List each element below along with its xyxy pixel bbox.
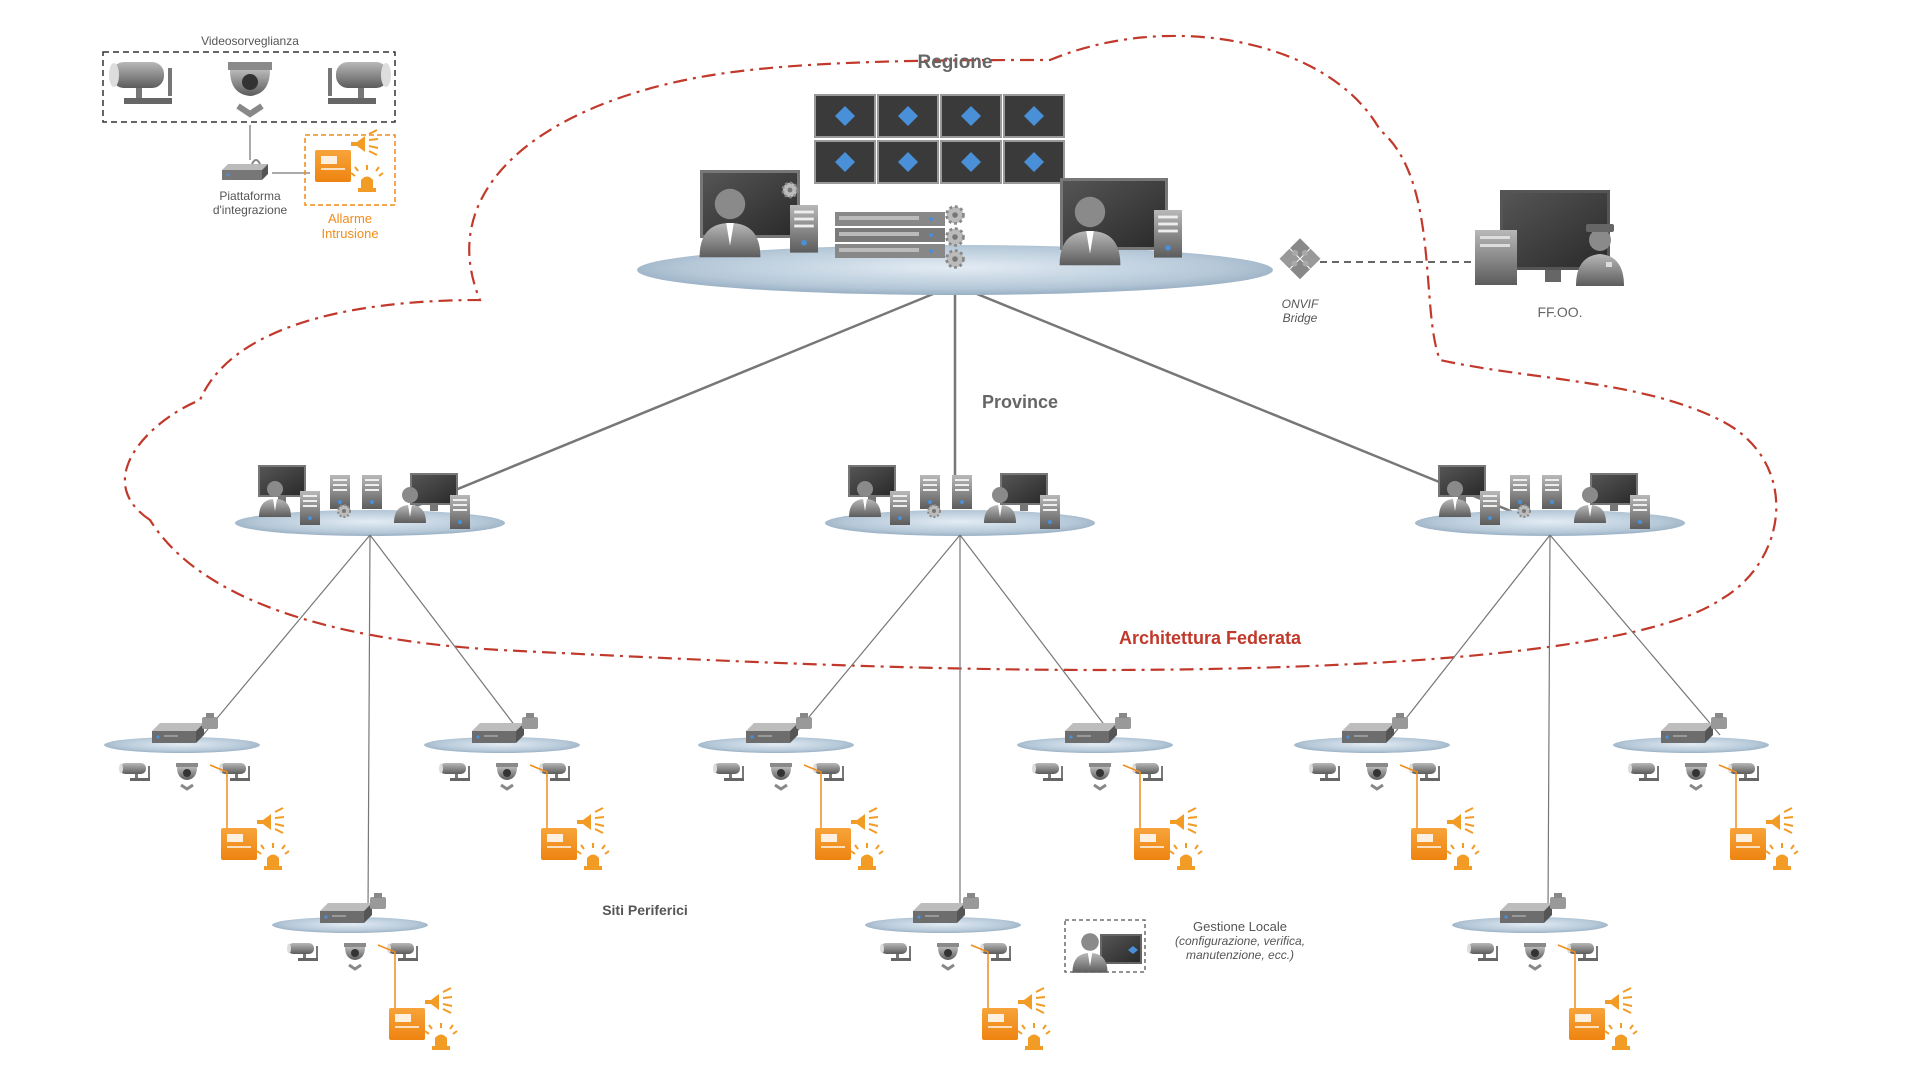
piattaforma-label: Piattaforma d'integrazione <box>195 189 305 218</box>
police-officer-icon <box>1576 224 1624 286</box>
alarm-panel-site-9 <box>1569 988 1637 1050</box>
province-to-site-lines <box>202 534 1721 913</box>
video-wall-screen <box>877 94 939 138</box>
region-server-tower-right <box>1154 210 1182 258</box>
site-6 <box>1613 713 1769 789</box>
province-platform-right <box>1415 465 1685 536</box>
region-operator-right <box>1059 178 1168 266</box>
legend-alarm-panel <box>315 130 383 192</box>
ffoo-label: FF.OO. <box>1537 304 1583 320</box>
allarme-intrusione-label: Allarme Intrusione <box>300 211 400 242</box>
regione-label: Regione <box>917 52 993 73</box>
video-wall-screen <box>814 94 876 138</box>
province-label: Province <box>981 392 1059 412</box>
local-management-workstation <box>1072 933 1142 973</box>
province-platform-center <box>825 465 1095 536</box>
gestione-locale-label: Gestione Locale (configurazione, verific… <box>1155 919 1325 963</box>
alarm-panel-site-8 <box>982 988 1050 1050</box>
site-2 <box>424 713 580 789</box>
alarm-panel-site-5 <box>1411 808 1479 870</box>
video-wall-screen <box>877 140 939 184</box>
alarm-panel-site-3 <box>815 808 883 870</box>
onvif-label-line2: Bridge <box>1282 310 1318 325</box>
federation-boundary <box>124 34 1778 672</box>
site-8 <box>865 893 1021 969</box>
gestione-label-line2: (configurazione, verifica, <box>1174 933 1306 948</box>
video-wall-screen <box>1003 140 1065 184</box>
region-gears <box>945 205 965 269</box>
piattaforma-label-line1: Piattaforma <box>219 189 281 203</box>
puzzle-bridge-icon <box>1279 238 1321 280</box>
ffoo-workstation <box>1475 190 1624 286</box>
region-operator-left <box>699 170 800 258</box>
alarm-panel-site-7 <box>389 988 457 1050</box>
legend-dome-camera <box>228 62 272 114</box>
allarme-label-line1: Allarme <box>327 211 373 226</box>
alarm-panel-site-4 <box>1134 808 1202 870</box>
alarm-panel-site-2 <box>541 808 609 870</box>
region-server-tower-left <box>790 205 818 253</box>
site-9 <box>1452 893 1608 969</box>
videosorveglianza-label: Videosorveglianza <box>201 34 299 48</box>
siti-periferici-label: Siti Periferici <box>602 902 688 918</box>
rack-server-icon <box>835 212 945 258</box>
site-7 <box>272 893 428 969</box>
site-3 <box>698 713 854 789</box>
site-alarm-links <box>209 764 1737 1010</box>
video-wall-screen <box>814 140 876 184</box>
allarme-intrusione-box <box>304 134 396 206</box>
video-wall-screen <box>940 94 1002 138</box>
legend-bullet-camera-right <box>328 62 391 104</box>
architettura-federata-label: Architettura Federata <box>1118 628 1302 648</box>
alarm-panel-site-6 <box>1730 808 1798 870</box>
alarm-panel-site-1 <box>221 808 289 870</box>
onvif-label-line1: ONVIF <box>1281 297 1319 311</box>
videosorveglianza-box <box>102 51 396 123</box>
site-5 <box>1294 713 1450 789</box>
site-1 <box>104 713 260 789</box>
legend-bullet-camera-left <box>109 62 172 104</box>
allarme-label-line2: Intrusione <box>321 225 379 241</box>
video-wall-icon <box>814 94 1065 184</box>
piattaforma-label-line2: d'integrazione <box>212 202 288 217</box>
integration-box-icon <box>222 159 268 180</box>
gestione-label-line3: manutenzione, ecc.) <box>1185 947 1295 962</box>
site-4 <box>1017 713 1173 789</box>
province-platform-left <box>235 465 505 536</box>
onvif-bridge-label: ONVIF Bridge <box>1260 297 1340 326</box>
video-wall-screen <box>1003 94 1065 138</box>
gestione-label-line1: Gestione Locale <box>1193 919 1287 934</box>
video-wall-screen <box>940 140 1002 184</box>
